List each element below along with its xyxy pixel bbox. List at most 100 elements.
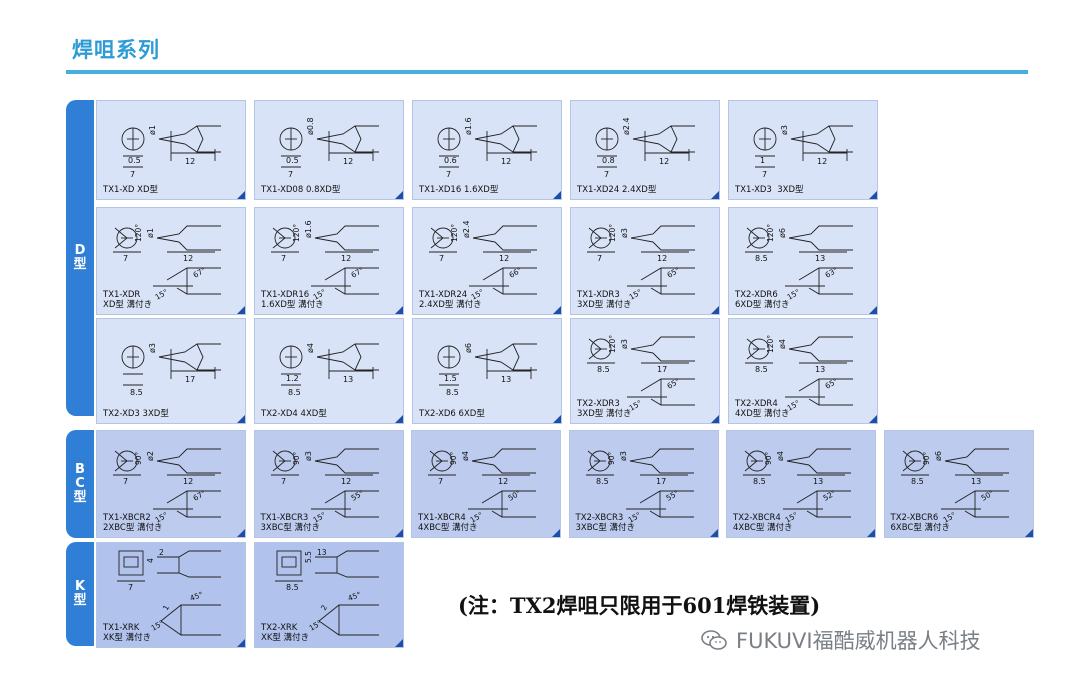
card-corner-mark (237, 415, 245, 423)
side-view (786, 448, 851, 474)
dimension-label: 7 (281, 254, 286, 263)
dimension-label: 120° (292, 224, 301, 242)
side-view (156, 225, 221, 251)
dimension-label: 7 (438, 477, 443, 486)
dimension-label: 1.5 (444, 374, 457, 383)
dimension-label: 120° (450, 224, 459, 242)
dimension-label: 4 (146, 558, 155, 563)
dimension-label: ø1 (148, 125, 157, 135)
dimension-label: 1 (760, 156, 765, 165)
groove-detail (640, 267, 695, 295)
tip-model-label: TX1-XDR24 2.4XD型 溝付き (419, 290, 482, 310)
dimension-label: 50° (507, 488, 523, 503)
dimension-label: 0.6 (444, 156, 457, 165)
front-view (274, 227, 296, 249)
dimension-label: 63° (824, 265, 840, 280)
dimension-label: 120° (134, 224, 143, 242)
dimension-label: 7 (439, 254, 444, 263)
dimension-label: ø3 (148, 343, 157, 353)
dimension-label: 7 (123, 254, 128, 263)
group-tab-d: D型 (66, 100, 94, 416)
groove-detail (166, 267, 221, 295)
dimension-label: 12 (341, 477, 351, 486)
groove-detail (324, 267, 379, 295)
card-corner-mark (711, 415, 719, 423)
side-view (315, 550, 379, 578)
group-tab-bc: BC型 (66, 430, 94, 538)
tip-model-label: TX2-XBCR6 6XBC型 溝付き (890, 513, 951, 533)
dimension-label: 90° (922, 451, 931, 465)
side-view (158, 343, 221, 371)
groove-detail (640, 378, 695, 406)
dimension-label: 120° (766, 224, 775, 242)
title-underline (66, 70, 1028, 74)
dimension-label: 90° (607, 451, 616, 465)
dimension-label: ø3 (780, 125, 789, 135)
dimension-label: 0.5 (286, 156, 299, 165)
card-corner-mark (1024, 529, 1033, 537)
tip-model-label: TX2-XDR3 3XD型 溝付き (577, 399, 632, 419)
dimension-label: ø3 (620, 228, 629, 238)
dimension-label: 12 (341, 254, 351, 263)
card-corner-mark (395, 639, 403, 647)
dimension-label: 12 (501, 157, 511, 166)
side-view (316, 125, 379, 153)
dimension-label: 15° (150, 618, 166, 633)
dimension-label: 12 (183, 254, 193, 263)
tip-model-label: TX1-XBCR2 2XBC型 溝付き (103, 513, 163, 533)
dimension-label: 65° (666, 376, 682, 391)
dimension-label: 7 (123, 477, 128, 486)
tip-model-label: TX1-XBCR3 3XBC型 溝付き (260, 513, 321, 533)
side-view (157, 550, 221, 578)
group-label-bc: BC型 (73, 462, 87, 505)
tip-model-label: TX1-XD16 1.6XD型 (419, 185, 499, 195)
blade-detail (318, 604, 379, 636)
blade-detail (160, 604, 221, 636)
dimension-label: ø2.4 (622, 117, 631, 135)
groove-detail (796, 490, 851, 518)
dimension-label: ø6 (934, 451, 943, 461)
card-corner-mark (237, 306, 245, 314)
dimension-label: 12 (343, 157, 353, 166)
side-view (158, 125, 221, 153)
card-corner-mark (552, 529, 560, 537)
dimension-label: 13 (815, 365, 825, 374)
dimension-label: 15° (308, 618, 324, 633)
dimension-label: 13 (971, 477, 981, 486)
tip-model-label: TX1-XD24 2.4XD型 (577, 185, 657, 195)
dimension-label: 1.2 (286, 374, 299, 383)
side-view (788, 336, 853, 362)
side-view (790, 125, 853, 153)
tip-model-label: TX1-XD08 0.8XD型 (261, 185, 341, 195)
card-corner-mark (709, 529, 718, 537)
dimension-label: 2 (159, 548, 164, 557)
tip-model-label: TX2-XDR4 4XD型 溝付き (735, 399, 790, 419)
card-corner-mark (395, 415, 403, 423)
watermark: FUKUVI福酷威机器人科技 (700, 625, 981, 655)
groove-detail (324, 490, 379, 518)
tip-model-label: TX2-XBCR3 3XBC型 溝付き (575, 513, 636, 533)
